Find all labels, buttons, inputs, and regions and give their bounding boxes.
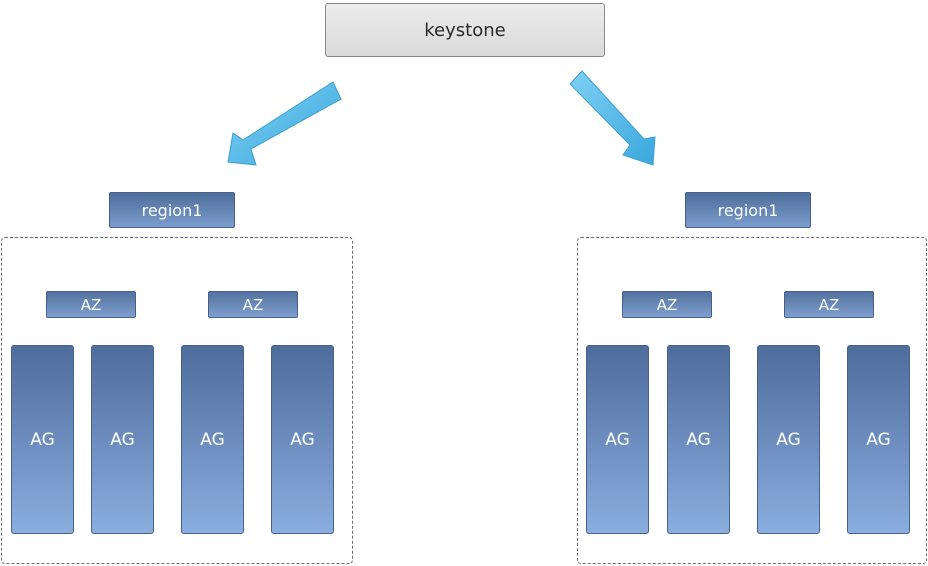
az-node: AZ	[46, 291, 136, 318]
ag-label: AG	[200, 429, 225, 450]
region-node-right: region1	[685, 192, 811, 228]
ag-label: AG	[110, 429, 135, 450]
ag-label: AG	[605, 429, 630, 450]
az-node: AZ	[208, 291, 298, 318]
az-label: AZ	[656, 295, 678, 314]
ag-node: AG	[11, 345, 74, 534]
region-container-right	[577, 237, 927, 564]
ag-node: AG	[91, 345, 154, 534]
ag-node: AG	[181, 345, 244, 534]
az-label: AZ	[818, 295, 840, 314]
region-label: region1	[717, 200, 779, 220]
ag-node: AG	[586, 345, 649, 534]
ag-node: AG	[271, 345, 334, 534]
keystone-label: keystone	[424, 19, 506, 41]
ag-label: AG	[686, 429, 711, 450]
region-container-left	[1, 237, 353, 564]
arrow-right	[569, 70, 656, 166]
ag-label: AG	[290, 429, 315, 450]
az-node: AZ	[622, 291, 712, 318]
az-label: AZ	[80, 295, 102, 314]
az-node: AZ	[784, 291, 874, 318]
keystone-node: keystone	[325, 3, 605, 57]
ag-node: AG	[667, 345, 730, 534]
region-label: region1	[141, 200, 203, 220]
ag-label: AG	[30, 429, 55, 450]
az-label: AZ	[242, 295, 264, 314]
region-node-left: region1	[109, 192, 235, 228]
ag-node: AG	[847, 345, 910, 534]
ag-label: AG	[776, 429, 801, 450]
ag-label: AG	[866, 429, 891, 450]
ag-node: AG	[757, 345, 820, 534]
arrow-left	[227, 81, 342, 166]
